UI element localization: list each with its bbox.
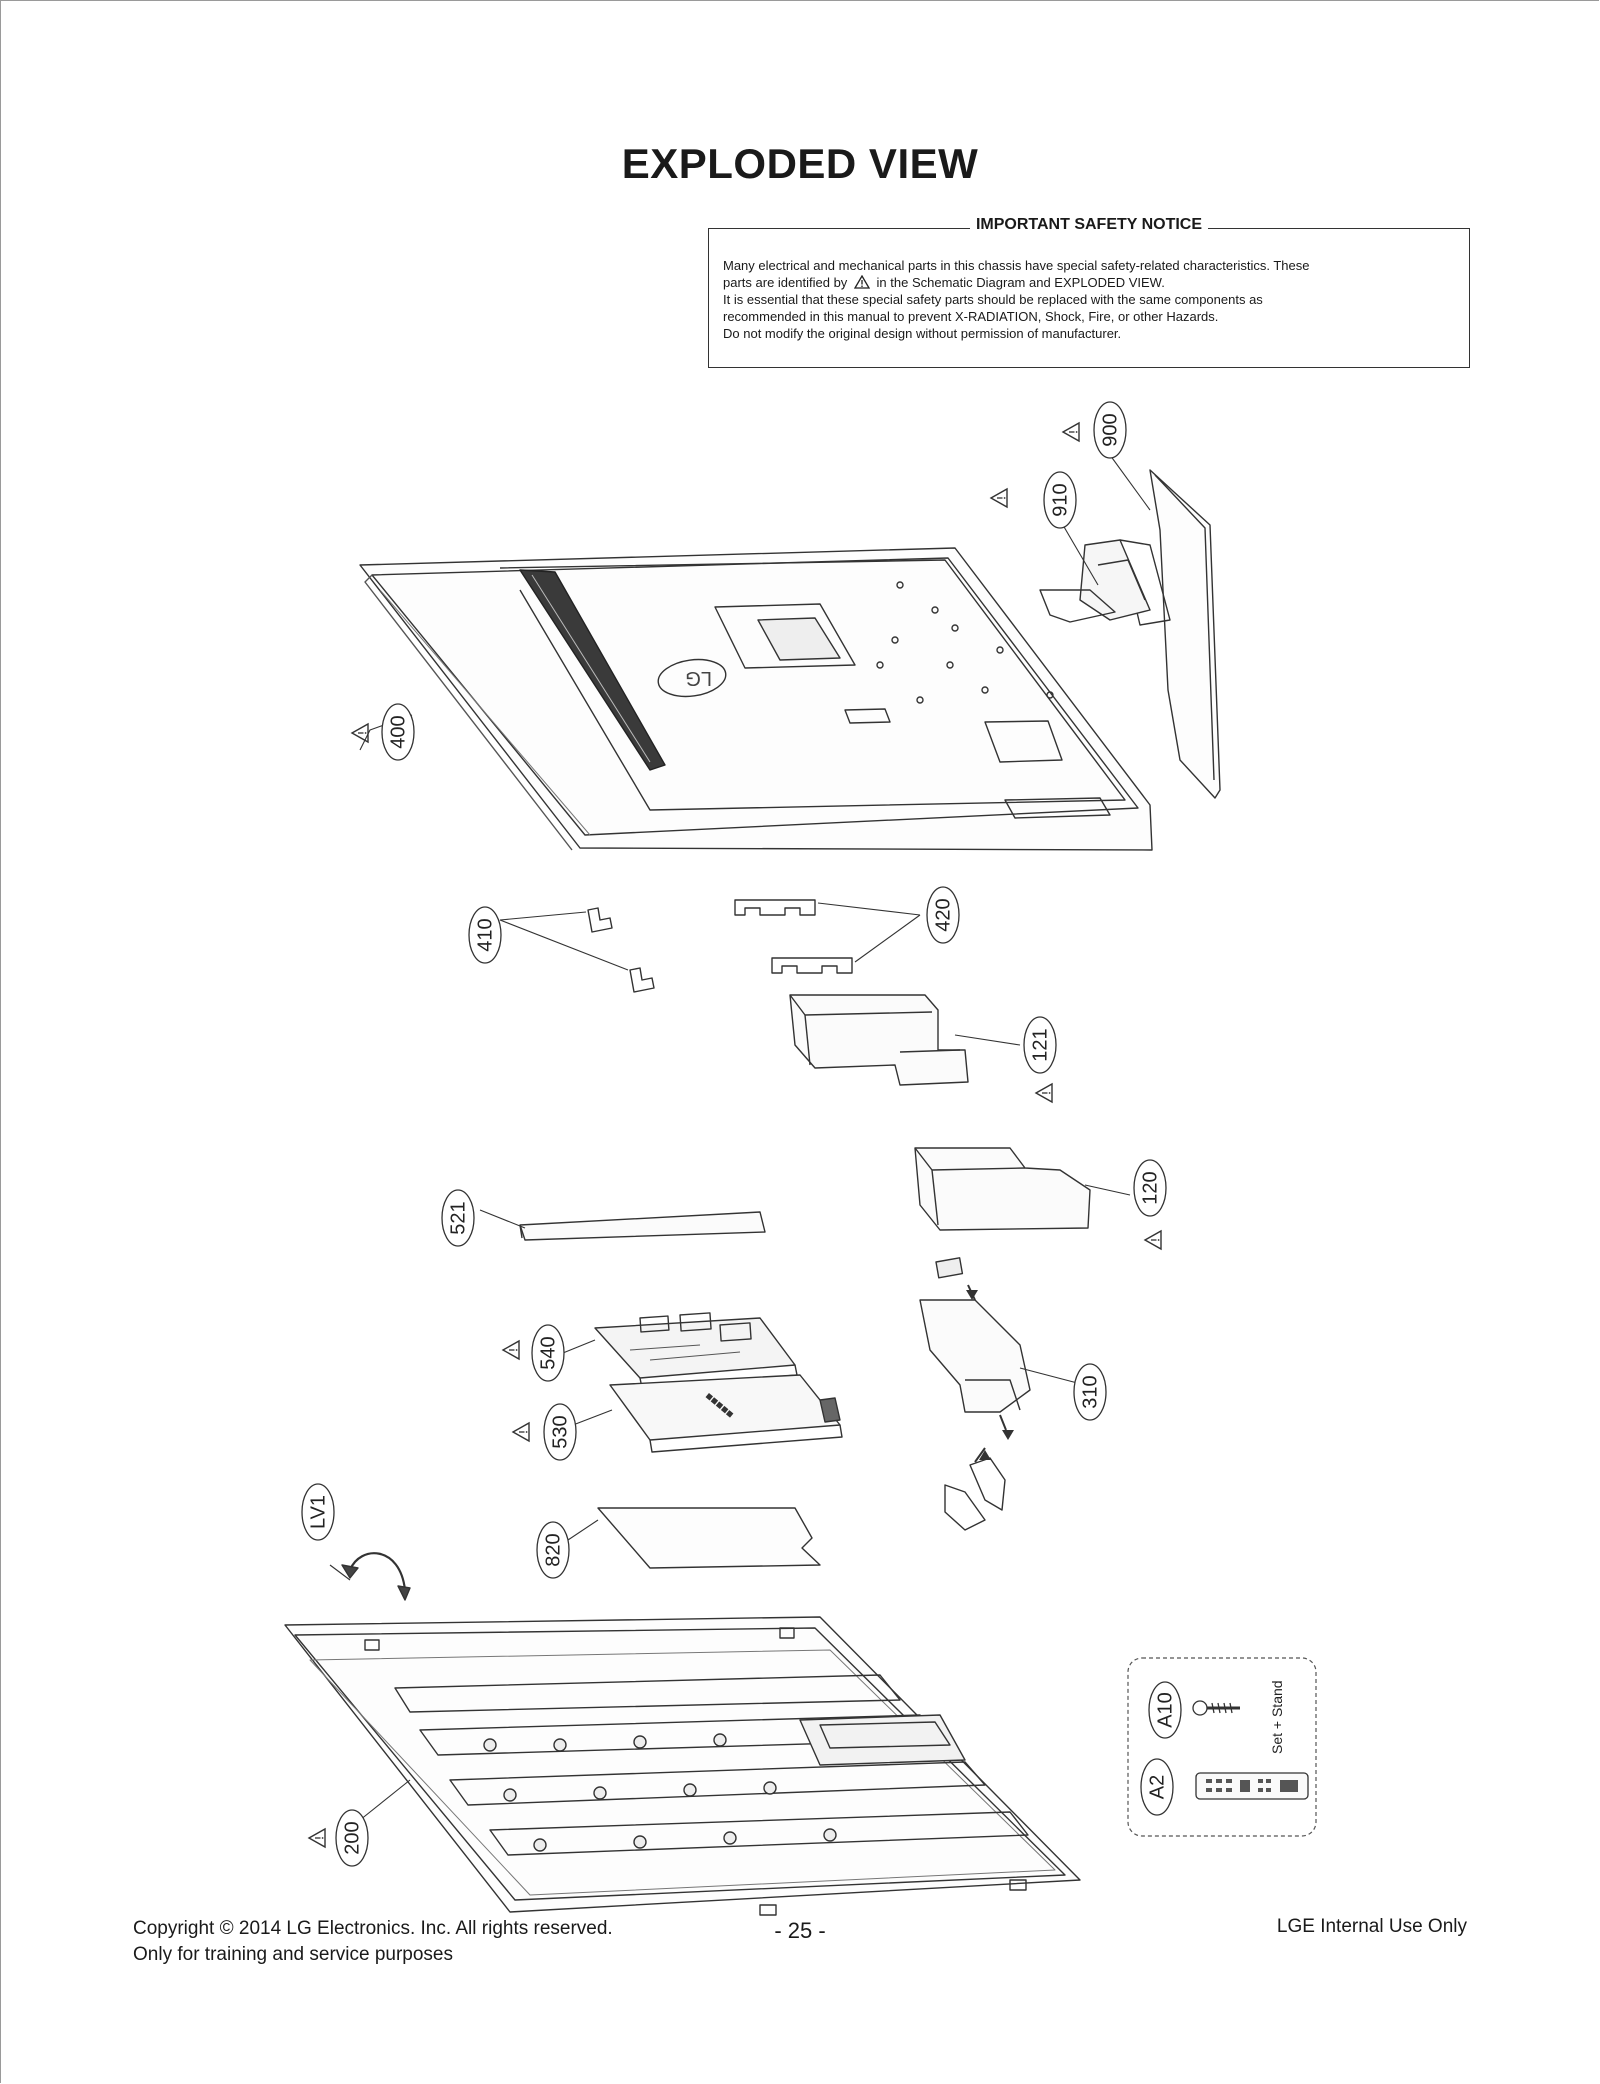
cover-121 (789, 994, 969, 1086)
callout-a10: A10 (1148, 1681, 1182, 1739)
safety-notice-box: IMPORTANT SAFETY NOTICE Many electrical … (708, 216, 1470, 368)
bracket-420 (734, 899, 853, 974)
stand-assembly (1039, 469, 1221, 799)
strip-521 (519, 1211, 766, 1241)
page-title: EXPLODED VIEW (621, 140, 979, 187)
remote-control-icon (1195, 1772, 1309, 1800)
safety-notice-title: IMPORTANT SAFETY NOTICE (969, 216, 1209, 233)
warning-icon (1035, 1083, 1053, 1103)
warning-icon (502, 1340, 520, 1360)
svg-text:121: 121 (1029, 1028, 1051, 1061)
cable-lv1 (341, 1552, 411, 1601)
svg-text:521: 521 (447, 1201, 469, 1234)
bracket-assembly-310 (919, 1257, 1031, 1531)
svg-text:A2: A2 (1146, 1775, 1168, 1799)
clip-410 (587, 907, 655, 993)
callout-410: 410 (468, 906, 502, 964)
svg-text:310: 310 (1079, 1375, 1101, 1408)
notice-line-3: It is essential that these special safet… (723, 292, 1263, 307)
warning-icon (1062, 422, 1080, 442)
callout-910: 910 (1043, 471, 1077, 529)
copyright-text: Copyright © 2014 LG Electronics. Inc. Al… (133, 1918, 613, 1939)
insulator-sheet-820 (597, 1507, 821, 1569)
svg-text:540: 540 (537, 1336, 559, 1369)
notice-line-4: recommended in this manual to prevent X-… (723, 309, 1219, 324)
callout-521: 521 (441, 1189, 475, 1247)
notice-line-5: Do not modify the original design withou… (723, 326, 1122, 341)
callout-lv1: LV1 (301, 1483, 335, 1541)
callout-420: 420 (926, 886, 960, 944)
back-cover: LG (359, 547, 1153, 851)
warning-icon (512, 1422, 530, 1442)
callout-900: 900 (1093, 401, 1127, 459)
svg-text:420: 420 (932, 898, 954, 931)
notice-line-2: parts are identified by in the Schematic… (723, 274, 1165, 290)
callout-a2: A2 (1140, 1758, 1174, 1816)
svg-text:LG: LG (685, 667, 712, 689)
purpose-text: Only for training and service purposes (133, 1944, 453, 1965)
notice-line-1: Many electrical and mechanical parts in … (723, 258, 1310, 273)
callout-200: 200 (335, 1809, 369, 1867)
footer-copyright: Copyright © 2014 LG Electronics. Inc. Al… (133, 1916, 613, 1968)
callout-120: 120 (1133, 1159, 1167, 1217)
svg-text:A10: A10 (1154, 1692, 1176, 1728)
warning-icon (990, 488, 1008, 508)
callout-310: 310 (1073, 1363, 1107, 1421)
svg-text:400: 400 (387, 715, 409, 748)
svg-text:530: 530 (549, 1415, 571, 1448)
callout-540: 540 (531, 1324, 565, 1382)
svg-text:900: 900 (1099, 413, 1121, 446)
callout-400: 400 (381, 703, 415, 761)
screw-icon (1192, 1700, 1240, 1716)
svg-text:910: 910 (1049, 483, 1071, 516)
svg-text:820: 820 (542, 1533, 564, 1566)
page-number: - 25 - (774, 1918, 826, 1943)
cover-120 (914, 1147, 1091, 1231)
module-frame-200 (284, 1616, 1081, 1916)
power-board-530: ■■■■■ (609, 1374, 843, 1453)
svg-text:200: 200 (341, 1821, 363, 1854)
svg-text:LV1: LV1 (307, 1495, 329, 1529)
accessory-note: Set + Stand (1269, 1680, 1285, 1754)
callout-530: 530 (543, 1403, 577, 1461)
callout-820: 820 (536, 1521, 570, 1579)
internal-use-label: LGE Internal Use Only (1276, 1916, 1467, 1937)
svg-text:120: 120 (1139, 1171, 1161, 1204)
warning-icon (1144, 1230, 1162, 1250)
warning-triangle-icon (853, 274, 871, 289)
safety-notice-body: Many electrical and mechanical parts in … (723, 257, 1455, 342)
warning-icon (308, 1828, 326, 1848)
accessory-box: Set + Stand (1127, 1657, 1317, 1837)
callout-121: 121 (1023, 1016, 1057, 1074)
svg-text:410: 410 (474, 918, 496, 951)
